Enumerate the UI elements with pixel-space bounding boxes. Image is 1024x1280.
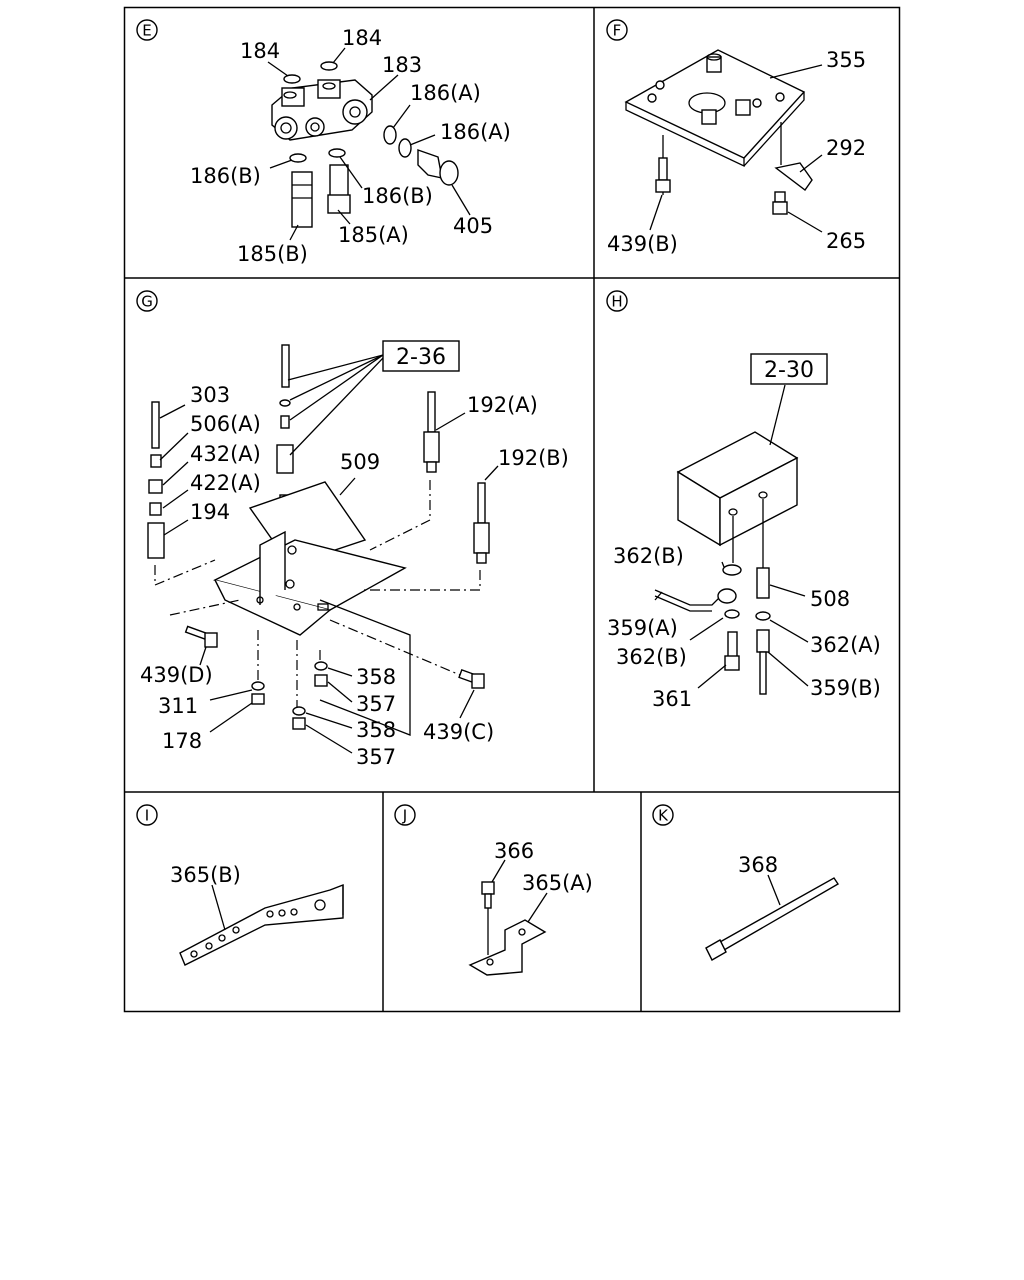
panel-frames <box>123 6 901 1013</box>
callout-265: 265 <box>826 229 866 253</box>
callout-439d: 439(D) <box>140 663 213 687</box>
callout-292: 292 <box>826 136 866 160</box>
panel-i: I 365(B) <box>136 804 344 966</box>
panel-f: F <box>606 19 866 256</box>
callout-362a: 362(A) <box>810 633 881 657</box>
callout-185a: 185(A) <box>338 223 409 247</box>
callout-422a: 422(A) <box>190 471 261 495</box>
panel-e: E <box>136 19 511 266</box>
svg-text:I: I <box>145 807 149 825</box>
callout-361: 361 <box>652 687 692 711</box>
callout-184-right: 184 <box>342 26 382 50</box>
callout-186b-left: 186(B) <box>190 164 261 188</box>
bracket-365a-drawing <box>468 859 548 976</box>
svg-text:F: F <box>613 22 622 40</box>
callout-186a-lower: 186(A) <box>440 120 511 144</box>
callout-357-lower: 357 <box>356 745 396 769</box>
panel-i-letter-marker: I <box>136 804 158 826</box>
callout-183: 183 <box>382 53 422 77</box>
callout-311: 311 <box>158 694 198 718</box>
valve-block-drawing <box>267 47 471 241</box>
panel-k: K 368 <box>652 804 839 961</box>
control-box-drawing <box>654 384 809 695</box>
callout-178: 178 <box>162 729 202 753</box>
panel-g: G <box>136 290 569 769</box>
cable-tie-368-drawing <box>705 874 839 961</box>
callout-365b: 365(B) <box>170 863 241 887</box>
svg-text:2-30: 2-30 <box>764 358 814 383</box>
callout-359b: 359(B) <box>810 676 881 700</box>
callout-365a: 365(A) <box>522 871 593 895</box>
callout-303: 303 <box>190 383 230 407</box>
svg-text:K: K <box>658 807 669 825</box>
callout-506a: 506(A) <box>190 412 261 436</box>
callout-508: 508 <box>810 587 850 611</box>
bracket-365b-drawing <box>179 883 344 966</box>
callout-186a-upper: 186(A) <box>410 81 481 105</box>
callout-439b: 439(B) <box>607 232 678 256</box>
callout-362b-lower: 362(B) <box>616 645 687 669</box>
svg-text:J: J <box>402 807 407 825</box>
panel-g-letter-marker: G <box>136 290 158 312</box>
callout-509: 509 <box>340 450 380 474</box>
callout-192a: 192(A) <box>467 393 538 417</box>
callout-366: 366 <box>494 839 534 863</box>
ref-box-2-36[interactable]: 2-36 <box>382 340 460 372</box>
panel-h: H <box>606 290 881 711</box>
callout-185b: 185(B) <box>237 242 308 266</box>
callout-358-upper: 358 <box>356 665 396 689</box>
panel-f-letter-marker: F <box>606 19 628 41</box>
panel-h-letter-marker: H <box>606 290 628 312</box>
svg-text:E: E <box>142 22 151 40</box>
mounting-plate-drawing <box>624 49 823 233</box>
callout-358-lower: 358 <box>356 718 396 742</box>
panel-j-letter-marker: J <box>394 804 416 826</box>
panel-k-letter-marker: K <box>652 804 674 826</box>
ref-box-2-30[interactable]: 2-30 <box>750 353 828 385</box>
callout-357-upper: 357 <box>356 692 396 716</box>
svg-text:H: H <box>611 293 622 311</box>
callout-368: 368 <box>738 853 778 877</box>
callout-359a: 359(A) <box>607 616 678 640</box>
callout-405: 405 <box>453 214 493 238</box>
callout-186b-right: 186(B) <box>362 184 433 208</box>
callout-355: 355 <box>826 48 866 72</box>
svg-text:G: G <box>141 293 153 311</box>
panel-j: J 366 365(A) <box>394 804 593 976</box>
panel-e-letter-marker: E <box>136 19 158 41</box>
callout-192b: 192(B) <box>498 446 569 470</box>
callout-432a: 432(A) <box>190 442 261 466</box>
callout-439c: 439(C) <box>423 720 494 744</box>
bracket-assembly-drawing <box>147 344 499 754</box>
callout-184-left: 184 <box>240 39 280 63</box>
callout-362b-upper: 362(B) <box>613 544 684 568</box>
svg-text:2-36: 2-36 <box>396 345 446 370</box>
callout-194: 194 <box>190 500 230 524</box>
